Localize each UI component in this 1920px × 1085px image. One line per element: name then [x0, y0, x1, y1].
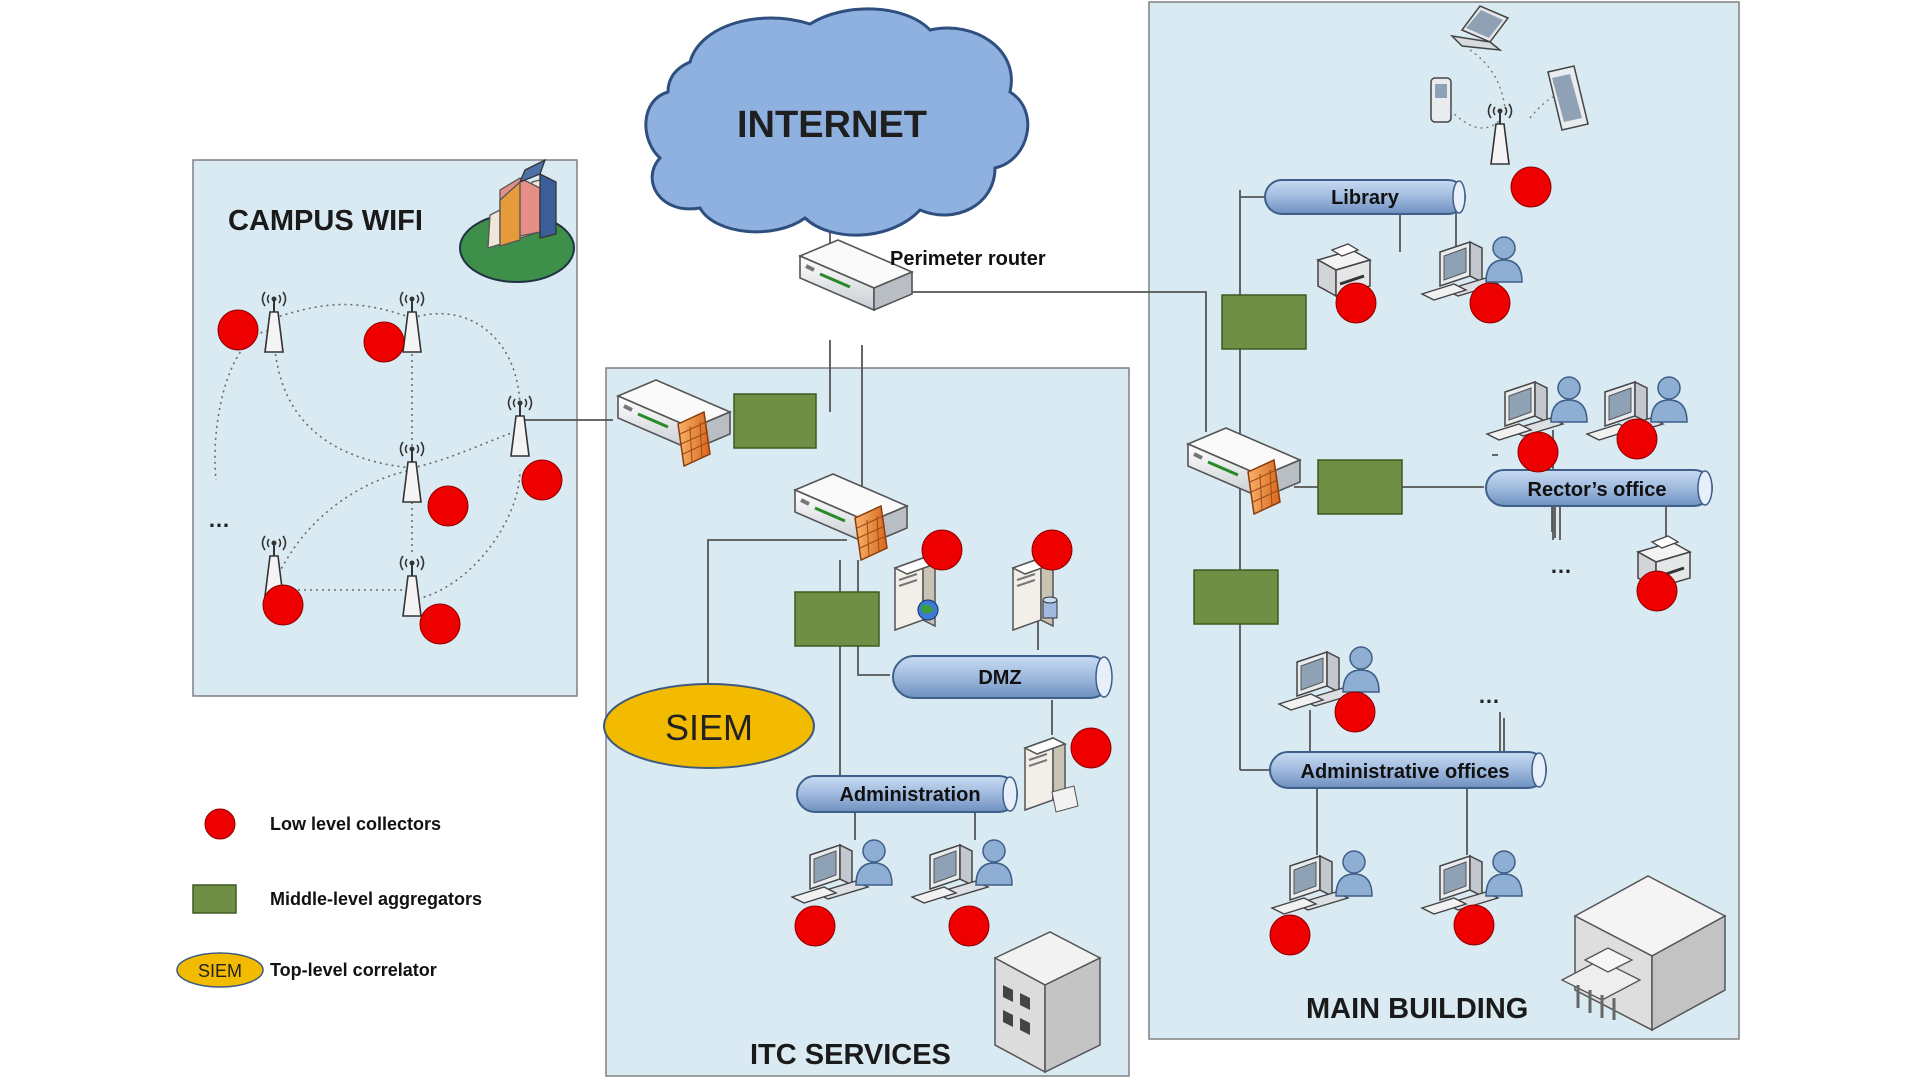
- legend-siem-swatch: [176, 952, 264, 988]
- legend-correlator-label: Top-level correlator: [270, 960, 437, 980]
- administrative-offices-bus: Administrative offices: [1269, 751, 1547, 789]
- wifi-ellipsis: …: [208, 507, 230, 532]
- collector-wifi-5: [262, 584, 304, 626]
- rectors-office-ellipsis: …: [1550, 553, 1572, 578]
- globe-icon: [917, 599, 939, 621]
- collector-dmz-db: [1031, 529, 1073, 571]
- collector-itc-ws-1: [794, 905, 836, 947]
- main-building-title: MAIN BUILDING: [1306, 993, 1528, 1025]
- collectors: [217, 166, 1678, 956]
- collector-wifi-6: [419, 603, 461, 645]
- collector-admin-server: [1070, 727, 1112, 769]
- admin-offices-ellipsis: …: [1478, 683, 1500, 708]
- administration-label: Administration: [839, 784, 980, 806]
- aggregator-main-bottom: [1193, 569, 1279, 625]
- legend-siem-badge: SIEM: [198, 961, 242, 981]
- campus-building-icon: [459, 158, 575, 283]
- aggregator-itc: [794, 591, 880, 647]
- itc-services-title: ITC SERVICES: [750, 1039, 951, 1071]
- collector-admin-ws-top: [1334, 691, 1376, 733]
- dmz-label: DMZ: [978, 667, 1021, 689]
- collector-wifi-2: [363, 321, 405, 363]
- collector-wifi-4: [427, 485, 469, 527]
- library-label: Library: [1331, 187, 1400, 209]
- legend-aggregators-label: Middle-level aggregators: [270, 889, 482, 909]
- siem-correlator: SIEM: [603, 683, 815, 769]
- collector-rector-printer: [1636, 570, 1678, 612]
- legend-collectors-label: Low level collectors: [270, 814, 441, 834]
- library-bus: Library: [1264, 179, 1466, 215]
- collector-wifi-3: [521, 459, 563, 501]
- aggregator-main-top: [1221, 294, 1307, 350]
- collector-library-ap: [1510, 166, 1552, 208]
- collector-library-ws: [1469, 282, 1511, 324]
- paper-icon: [1051, 785, 1079, 813]
- administrative-offices-label: Administrative offices: [1301, 761, 1510, 783]
- internet-label: INTERNET: [737, 104, 927, 146]
- legend: Low level collectors Middle-level aggreg…: [176, 808, 482, 988]
- itc-building-icon: [993, 931, 1102, 1074]
- main-building-zone: [1148, 1, 1740, 1040]
- collector-itc-ws-2: [948, 905, 990, 947]
- perimeter-router-label: Perimeter router: [890, 248, 1046, 270]
- siem-label: SIEM: [665, 707, 753, 748]
- phone-icon: [1430, 77, 1452, 123]
- aggregator-wifi: [733, 393, 817, 449]
- administration-bus: Administration: [796, 775, 1018, 813]
- aggregator-main-middle: [1317, 459, 1403, 515]
- laptop-icon: [1449, 5, 1510, 52]
- main-building-icon: [1560, 875, 1727, 1032]
- collector-admin-ws-2: [1453, 904, 1495, 946]
- rectors-office-label: Rector’s office: [1528, 479, 1667, 501]
- collector-rector-ws-1: [1517, 431, 1559, 473]
- collector-rector-ws-2: [1616, 418, 1658, 460]
- collector-library-printer: [1335, 282, 1377, 324]
- legend-aggregator-swatch: [192, 884, 237, 914]
- dmz-bus: DMZ: [892, 655, 1113, 699]
- collector-wifi-1: [217, 309, 259, 351]
- mobile-links: [1449, 49, 1556, 129]
- aggregators: [733, 294, 1403, 647]
- campus-wifi-title: CAMPUS WIFI: [228, 205, 423, 237]
- database-icon: [1042, 596, 1058, 619]
- collector-dmz-web: [921, 529, 963, 571]
- internet-cloud: INTERNET: [644, 7, 1030, 237]
- legend-collector-swatch: [204, 808, 236, 840]
- rectors-office-bus: Rector’s office: [1485, 469, 1713, 507]
- tablet-icon: [1547, 65, 1589, 131]
- collector-admin-ws-1: [1269, 914, 1311, 956]
